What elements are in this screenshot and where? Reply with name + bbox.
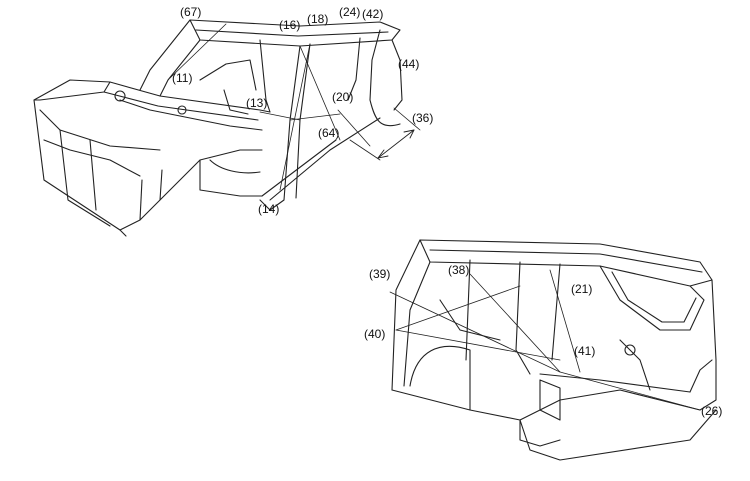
callout-21: (21)	[571, 282, 593, 296]
callout-41: (41)	[574, 344, 596, 358]
callout-18: (18)	[307, 12, 329, 26]
callout-20: (20)	[332, 90, 354, 104]
callout-24: (24)	[339, 5, 361, 19]
callout-40: (40)	[364, 327, 386, 341]
callout-44: (44)	[398, 57, 420, 71]
front-body-shell	[33, 19, 421, 237]
callout-38: (38)	[448, 263, 470, 277]
callout-26: (26)	[701, 404, 723, 418]
callout-67: (67)	[180, 5, 202, 19]
callout-42: (42)	[362, 7, 384, 21]
callout-16: (16)	[279, 18, 301, 32]
callout-11: (11)	[172, 71, 193, 85]
callout-13: (13)	[246, 96, 268, 110]
callout-36: (36)	[412, 111, 434, 125]
callout-39: (39)	[369, 267, 391, 281]
callout-64: (64)	[318, 126, 340, 140]
callout-14: (14)	[258, 202, 280, 216]
rear-body-shell	[389, 239, 717, 461]
